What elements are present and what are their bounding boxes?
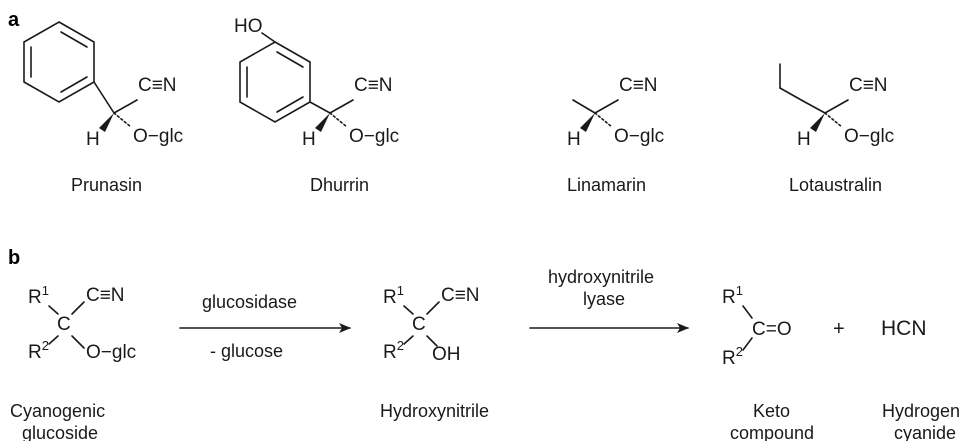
wedge-bond <box>315 113 330 132</box>
keto-compound-label-line1: Keto <box>753 401 790 421</box>
svg-text:R1: R1 <box>28 283 49 308</box>
linamarin-o-glc: O−glc <box>614 126 664 147</box>
arrow1-byproduct: - glucose <box>210 341 283 361</box>
compound-name-dhurrin: Dhurrin <box>310 175 369 195</box>
compound-name-prunasin: Prunasin <box>71 175 142 195</box>
linamarin-nitrile: C≡N <box>619 75 658 96</box>
central-carbon: C <box>57 314 71 335</box>
nitrile-group: C≡N <box>441 285 480 306</box>
svg-text:R2: R2 <box>28 338 49 363</box>
cyanogenic-glucoside-label-line2: glucoside <box>22 423 98 441</box>
svg-text:R2: R2 <box>383 338 404 363</box>
compound-name-lotaustralin: Lotaustralin <box>789 175 882 195</box>
dhurrin-h: H <box>302 129 316 150</box>
dhurrin-nitrile: C≡N <box>354 75 393 96</box>
hydroxyl-group: OH <box>432 344 461 365</box>
arrow2-enzyme-line2: lyase <box>583 289 625 309</box>
nitrile-group: C≡N <box>86 285 125 306</box>
phenol-ring <box>239 41 311 123</box>
hcn-formula: HCN <box>881 317 927 340</box>
svg-text:C: C <box>412 314 426 335</box>
carbonyl-group: C=O <box>752 319 792 340</box>
prunasin-h: H <box>86 129 100 150</box>
arrow2-enzyme-line1: hydroxynitrile <box>548 267 654 287</box>
keto-compound-label-line2: compound <box>730 423 814 441</box>
prunasin-o-glc: O−glc <box>133 126 183 147</box>
wedge-bond <box>99 113 114 132</box>
wedge-bond <box>810 113 825 132</box>
cyanogenic-glucoside-label-line1: Cyanogenic <box>10 401 105 421</box>
prunasin-structure: C≡N H O−glc <box>23 21 183 150</box>
prunasin-nitrile: C≡N <box>138 75 177 96</box>
hydrogen-cyanide-label-line2: cyanide <box>894 423 956 441</box>
lotaustralin-nitrile: C≡N <box>849 75 888 96</box>
ring-to-stereocenter-bond <box>93 81 115 114</box>
hydrogen-cyanide-label-line1: Hydrogen <box>882 401 960 421</box>
dhurrin-structure: HO C≡N H O−glc <box>234 16 399 150</box>
lotaustralin-o-glc: O−glc <box>844 126 894 147</box>
svg-text:R1: R1 <box>383 283 404 308</box>
hydroxynitrile-label: Hydroxynitrile <box>380 401 489 421</box>
dhurrin-o-glc: O−glc <box>349 126 399 147</box>
svg-text:R1: R1 <box>722 283 743 308</box>
linamarin-structure: C≡N H O−glc <box>567 75 664 150</box>
keto-compound-structure: R1 C=O R2 <box>722 283 792 369</box>
hydroxynitrile-structure: R1 C R2 C≡N OH <box>383 283 480 365</box>
dhurrin-ho: HO <box>234 16 263 37</box>
o-glc-group: O−glc <box>86 342 136 363</box>
svg-text:R2: R2 <box>722 344 743 369</box>
compound-name-linamarin: Linamarin <box>567 175 646 195</box>
panel-a-label: a <box>8 9 20 31</box>
linamarin-h: H <box>567 129 581 150</box>
arrow1-enzyme: glucosidase <box>202 292 297 312</box>
cyanogenic-glucoside-structure: R1 C R2 C≡N O−glc <box>28 283 136 363</box>
wedge-bond <box>580 113 595 132</box>
panel-b-label: b <box>8 247 20 269</box>
lotaustralin-structure: C≡N H O−glc <box>779 63 894 150</box>
benzene-ring <box>23 21 95 103</box>
plus-sign: + <box>833 318 845 340</box>
lotaustralin-h: H <box>797 129 811 150</box>
